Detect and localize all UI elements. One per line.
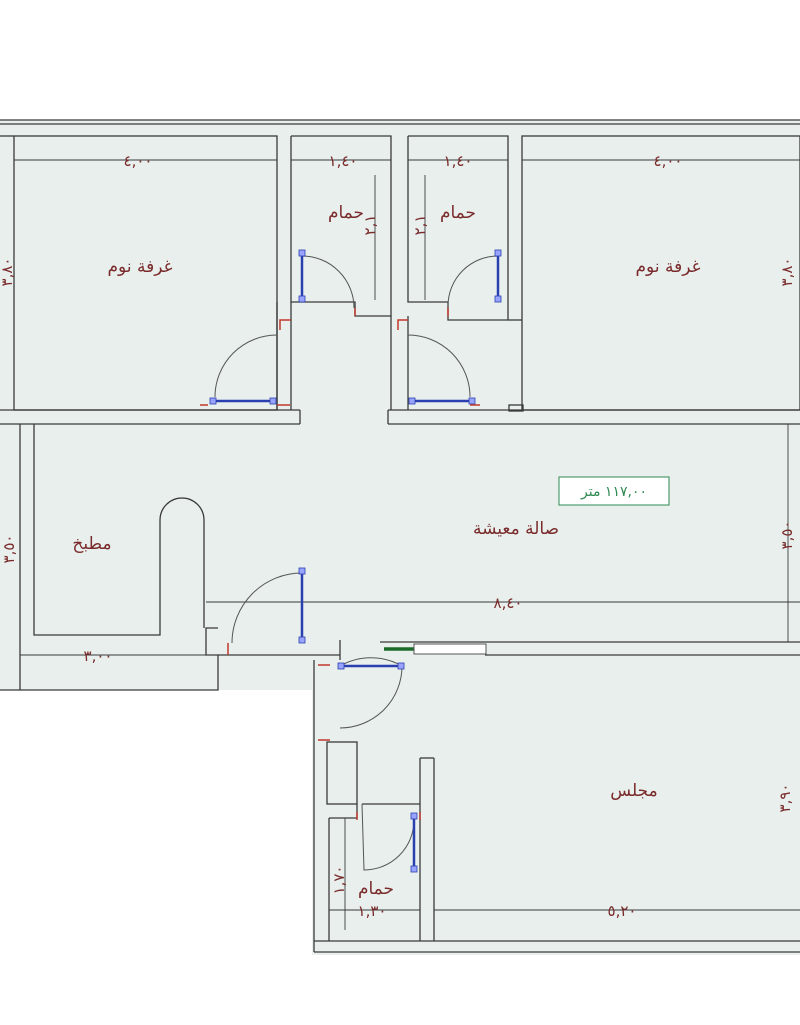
dim-bath-3-height: ١,٧٠ [330, 866, 348, 895]
dimension-labels: ٤,٠٠ ٤,٠٠ ١,٤٠ ١,٤٠ ٢,١ ٢,١ ٣,٨٠ ٣,٨٠ ٣,… [0, 152, 796, 920]
room-label-bedroom-right: غرفة نوم [636, 257, 701, 277]
room-label-majlis: مجلس [610, 781, 657, 801]
room-labels: غرفة نوم غرفة نوم حمام حمام مطبخ صالة مع… [72, 203, 700, 899]
room-label-bath-3: حمام [358, 879, 394, 899]
room-label-bath-1: حمام [328, 203, 364, 223]
room-label-living: صالة معيشة [473, 519, 559, 539]
area-badge: ١١٧,٠٠ متر [558, 476, 670, 506]
door-leaves [212, 252, 500, 870]
dim-bath-3-width: ١,٣٠ [358, 902, 387, 920]
jamb-markers [200, 308, 480, 820]
room-label-bedroom-left: غرفة نوم [108, 257, 173, 277]
dim-living-width: ٨,٤٠ [494, 594, 523, 612]
dim-kitchen-height: ٣,٥٠ [0, 535, 18, 564]
dim-majlis-height: ٣,٩٠ [776, 784, 794, 813]
room-label-bath-2: حمام [440, 203, 476, 223]
dimension-lines [14, 159, 800, 930]
dim-bath-2-height: ٢,١ [411, 215, 429, 236]
floor-areas [0, 120, 800, 955]
leaf-ends [209, 249, 502, 873]
dim-bed-right-width: ٤,٠٠ [654, 152, 683, 170]
dim-bath-2-width: ١,٤٠ [444, 152, 473, 170]
dim-bed-left-height: ٣,٨٠ [0, 258, 16, 287]
dim-kitchen-width: ٣,٠٠ [84, 647, 113, 665]
dim-bath-1-width: ١,٤٠ [329, 152, 358, 170]
dim-bed-right-height: ٣,٨٠ [778, 258, 796, 287]
entrance-marker [384, 643, 487, 655]
dim-bed-left-width: ٤,٠٠ [124, 152, 153, 170]
dim-majlis-width: ٥,٢٠ [608, 902, 637, 920]
room-label-kitchen: مطبخ [72, 534, 111, 554]
area-badge-text: ١١٧,٠٠ متر [580, 484, 647, 500]
walls [0, 119, 800, 953]
dim-living-right-height: ٣,٥٠ [778, 521, 796, 550]
dim-bath-1-height: ٢,١ [361, 215, 379, 236]
